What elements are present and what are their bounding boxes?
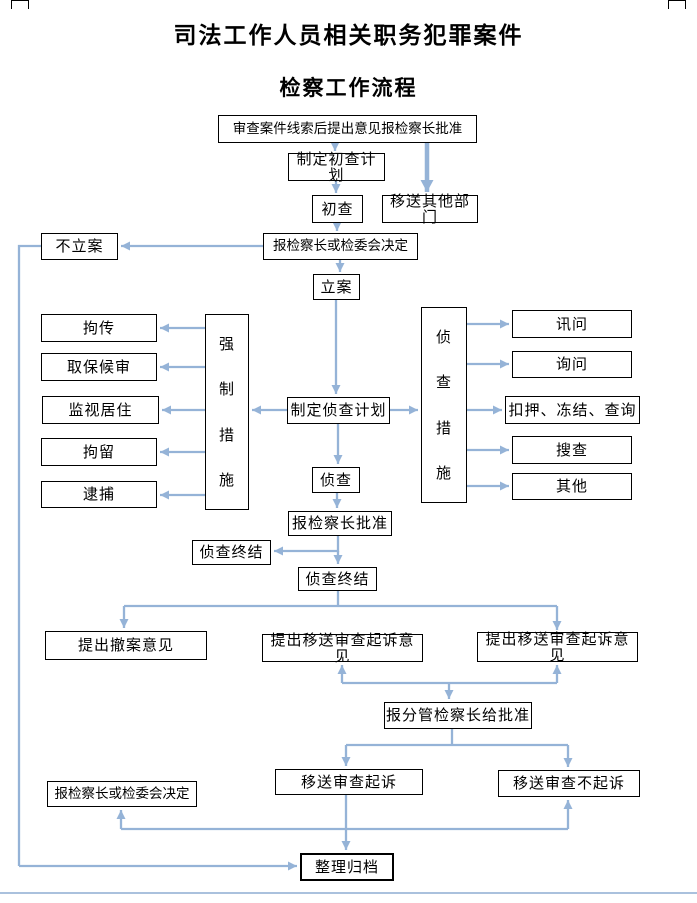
node-residential-surveillance: 监视居住 <box>42 396 159 424</box>
node-detention: 拘留 <box>41 438 157 466</box>
node-investigation-measures: 侦查措施 <box>421 307 467 503</box>
node-file-case: 立案 <box>313 274 360 300</box>
crop-mark-right <box>668 0 686 9</box>
node-investigate: 侦查 <box>312 467 360 493</box>
node-report-approval: 报检察长批准 <box>288 511 392 536</box>
page-subtitle: 检察工作流程 <box>279 76 418 100</box>
node-coercive-measures: 强制措施 <box>205 314 249 510</box>
node-other: 其他 <box>512 473 632 500</box>
page-title: 司法工作人员相关职务犯罪案件 <box>173 23 524 49</box>
node-prosecute-opinion-right: 提出移送审查起诉意见 <box>477 630 638 663</box>
node-no-case: 不立案 <box>41 233 118 260</box>
node-investigation-end-center: 侦查终结 <box>298 567 377 591</box>
node-archive: 整理归档 <box>300 853 394 881</box>
node-withdraw-opinion: 提出撤案意见 <box>45 631 207 660</box>
node-prosecute-opinion-mid: 提出移送审查起诉意见 <box>262 631 423 664</box>
node-inquire: 询问 <box>512 351 632 378</box>
node-arrest: 逮捕 <box>41 481 157 508</box>
node-interrogate: 讯问 <box>512 310 632 338</box>
node-summon: 拘传 <box>41 314 157 342</box>
crop-mark-left <box>11 0 29 9</box>
node-transfer-other-dept: 移送其他部门 <box>382 192 478 225</box>
node-transfer-prosecution: 移送审查起诉 <box>275 769 423 795</box>
node-deputy-chief-approval: 报分管检察长给批准 <box>384 702 532 729</box>
node-preliminary-check: 初查 <box>312 195 363 223</box>
node-seize-freeze-query: 扣押、冻结、查询 <box>505 396 640 424</box>
node-search: 搜查 <box>512 436 632 464</box>
node-investigation-end-left: 侦查终结 <box>192 540 271 565</box>
node-bail: 取保候审 <box>41 353 157 381</box>
bottom-margin-rule <box>0 892 697 894</box>
node-plan-preliminary: 制定初查计划 <box>288 150 385 183</box>
node-plan-investigation: 制定侦查计划 <box>287 397 390 424</box>
node-transfer-non-prosecution: 移送审查不起诉 <box>498 770 640 797</box>
node-review-clues: 审查案件线索后提出意见报检察长批准 <box>218 115 477 143</box>
node-report-decision: 报检察长或检委会决定 <box>263 233 418 260</box>
node-report-decision-2: 报检察长或检委会决定 <box>47 781 197 807</box>
